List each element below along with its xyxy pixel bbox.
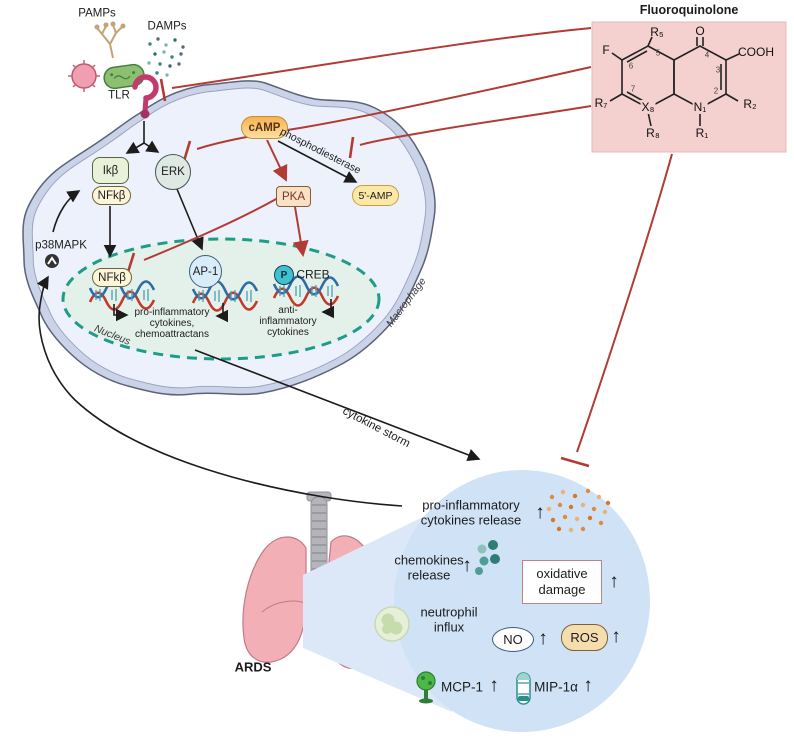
ring-number-6: 6 — [628, 61, 634, 71]
atom-r1: R₁ — [695, 126, 709, 140]
fluoroquinolone-box — [591, 21, 787, 153]
up-arrow: ↑ — [535, 502, 545, 523]
virus-icon — [68, 60, 100, 92]
activation-arrows — [36, 121, 481, 507]
ring-number-2: 2 — [713, 86, 719, 96]
mcp1-icon — [416, 671, 436, 704]
atom-x8: X₈ — [640, 100, 656, 114]
amp5-node: 5'-AMP — [352, 185, 399, 206]
atom-o: O — [695, 24, 705, 38]
ring-number-3: 3 — [715, 65, 721, 75]
up-arrow: ↑ — [611, 626, 621, 647]
tlr-receptor-icon — [132, 74, 159, 119]
damps-label: DAMPs — [147, 20, 187, 33]
inhibition-lines — [126, 27, 673, 468]
p38mapk-icon — [45, 254, 59, 268]
anti-inflammatory-text: anti- inflammatory cytokines — [259, 305, 317, 339]
nucleus-membrane — [61, 237, 381, 361]
ring-number-7: 7 — [630, 84, 636, 94]
up-arrow: ↑ — [583, 675, 593, 696]
macrophage-cell — [22, 80, 436, 396]
up-arrow: ↑ — [489, 675, 499, 696]
up-arrow: ↑ — [462, 555, 472, 576]
pro-inflammatory-text: pro-inflammatory cytokines, chemoattract… — [134, 307, 210, 341]
no-node: NO — [492, 627, 534, 652]
mcp1-label: MCP-1 — [440, 679, 484, 695]
neutrophil-icon — [374, 606, 410, 642]
mip1a-label: MIP-1α — [534, 679, 578, 695]
up-arrow: ↑ — [609, 571, 619, 592]
erk-node: ERK — [155, 154, 191, 190]
ap1-node: AP-1 — [189, 255, 222, 288]
pro-cytokines-release-label: pro-inflammatory cytokines release — [420, 497, 522, 527]
atom-r2: R₂ — [743, 97, 757, 111]
ros-node: ROS — [561, 624, 608, 651]
creb-label: CREB — [296, 267, 330, 282]
atom-r5: R₅ — [650, 25, 664, 39]
tlr-label: TLR — [108, 89, 130, 102]
chemokine-dots — [475, 540, 500, 575]
ring-number-4: 4 — [704, 50, 710, 60]
atom-r8: R₈ — [646, 126, 660, 140]
nfkb-nucleus-node: NFkβ — [92, 268, 132, 287]
pamps-label: PAMPs — [78, 7, 116, 20]
nfkb-cytoplasm-node: NFkβ — [92, 186, 131, 205]
atom-f: F — [602, 43, 610, 57]
atom-n1: N₁ — [692, 100, 708, 114]
chemokines-release-label: chemokines release — [394, 552, 464, 582]
quinolone-structure — [609, 36, 740, 127]
ards-label: ARDS — [234, 659, 272, 675]
damps-dots — [147, 37, 185, 77]
atom-r7: R₇ — [594, 96, 608, 110]
ikb-node: Ikβ — [92, 157, 129, 184]
mip1a-icon — [516, 672, 531, 705]
creb-phospho-badge: P — [274, 265, 294, 285]
up-arrow: ↑ — [538, 628, 548, 649]
ring-number-5: 5 — [655, 48, 661, 58]
feedback-arrow — [36, 275, 403, 507]
fluoroquinolone-title: Fluoroquinolone — [639, 3, 739, 17]
cytokine-storm-arrow — [194, 349, 481, 461]
pka-node: PKA — [276, 186, 311, 207]
p38mapk-label: p38MAPK — [35, 239, 87, 252]
neutrophil-influx-label: neutrophil influx — [420, 604, 478, 634]
atom-cooh: COOH — [738, 45, 774, 59]
camp-node: cAMP — [241, 116, 288, 139]
oxidative-damage-box: oxidative damage — [522, 560, 602, 604]
cytokine-dots — [546, 488, 611, 533]
